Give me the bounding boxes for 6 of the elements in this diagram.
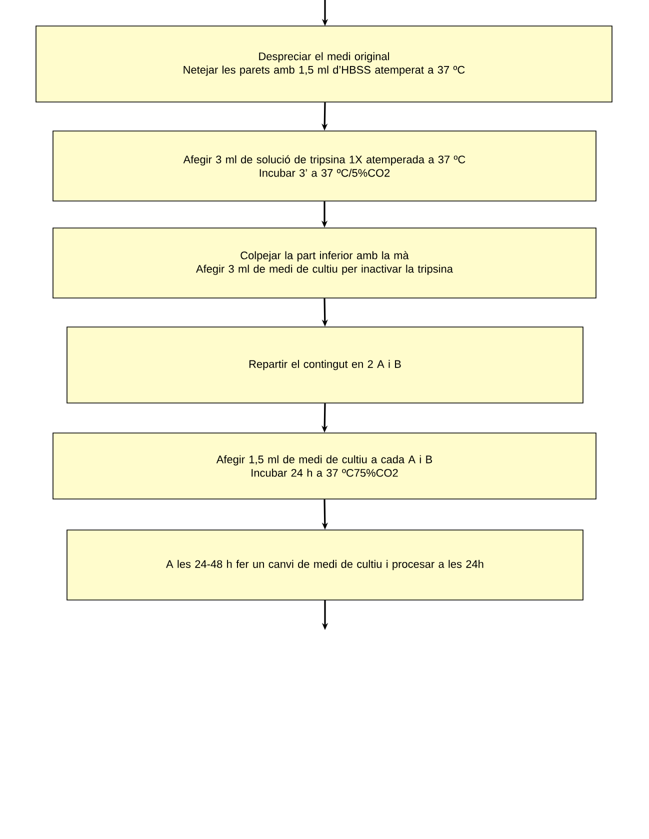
process-box: Afegir 1,5 ml de medi de cultiu a cada A i B Incubar 24 h a 37 ºC75%CO2	[52, 432, 596, 500]
process-box: Despreciar el medi original Netejar les parets amb 1,5 ml d’HBSS atemperat a 37 ºC	[36, 26, 612, 102]
process-box: A les 24-48 h fer un canvi de medi de cultiu i procesar a les 24h	[66, 530, 584, 600]
process-box: Colpejar la part inferior amb la mà Afegir 3 ml de medi de cultiu per inactivar la tripsina	[52, 228, 596, 298]
process-box: Repartir el contingut en 2 A i B	[66, 326, 584, 404]
process-box: Afegir 3 ml de solució de tripsina 1X atemperada a 37 ºC Incubar 3’ a 37 ºC/5%CO2	[52, 130, 596, 202]
